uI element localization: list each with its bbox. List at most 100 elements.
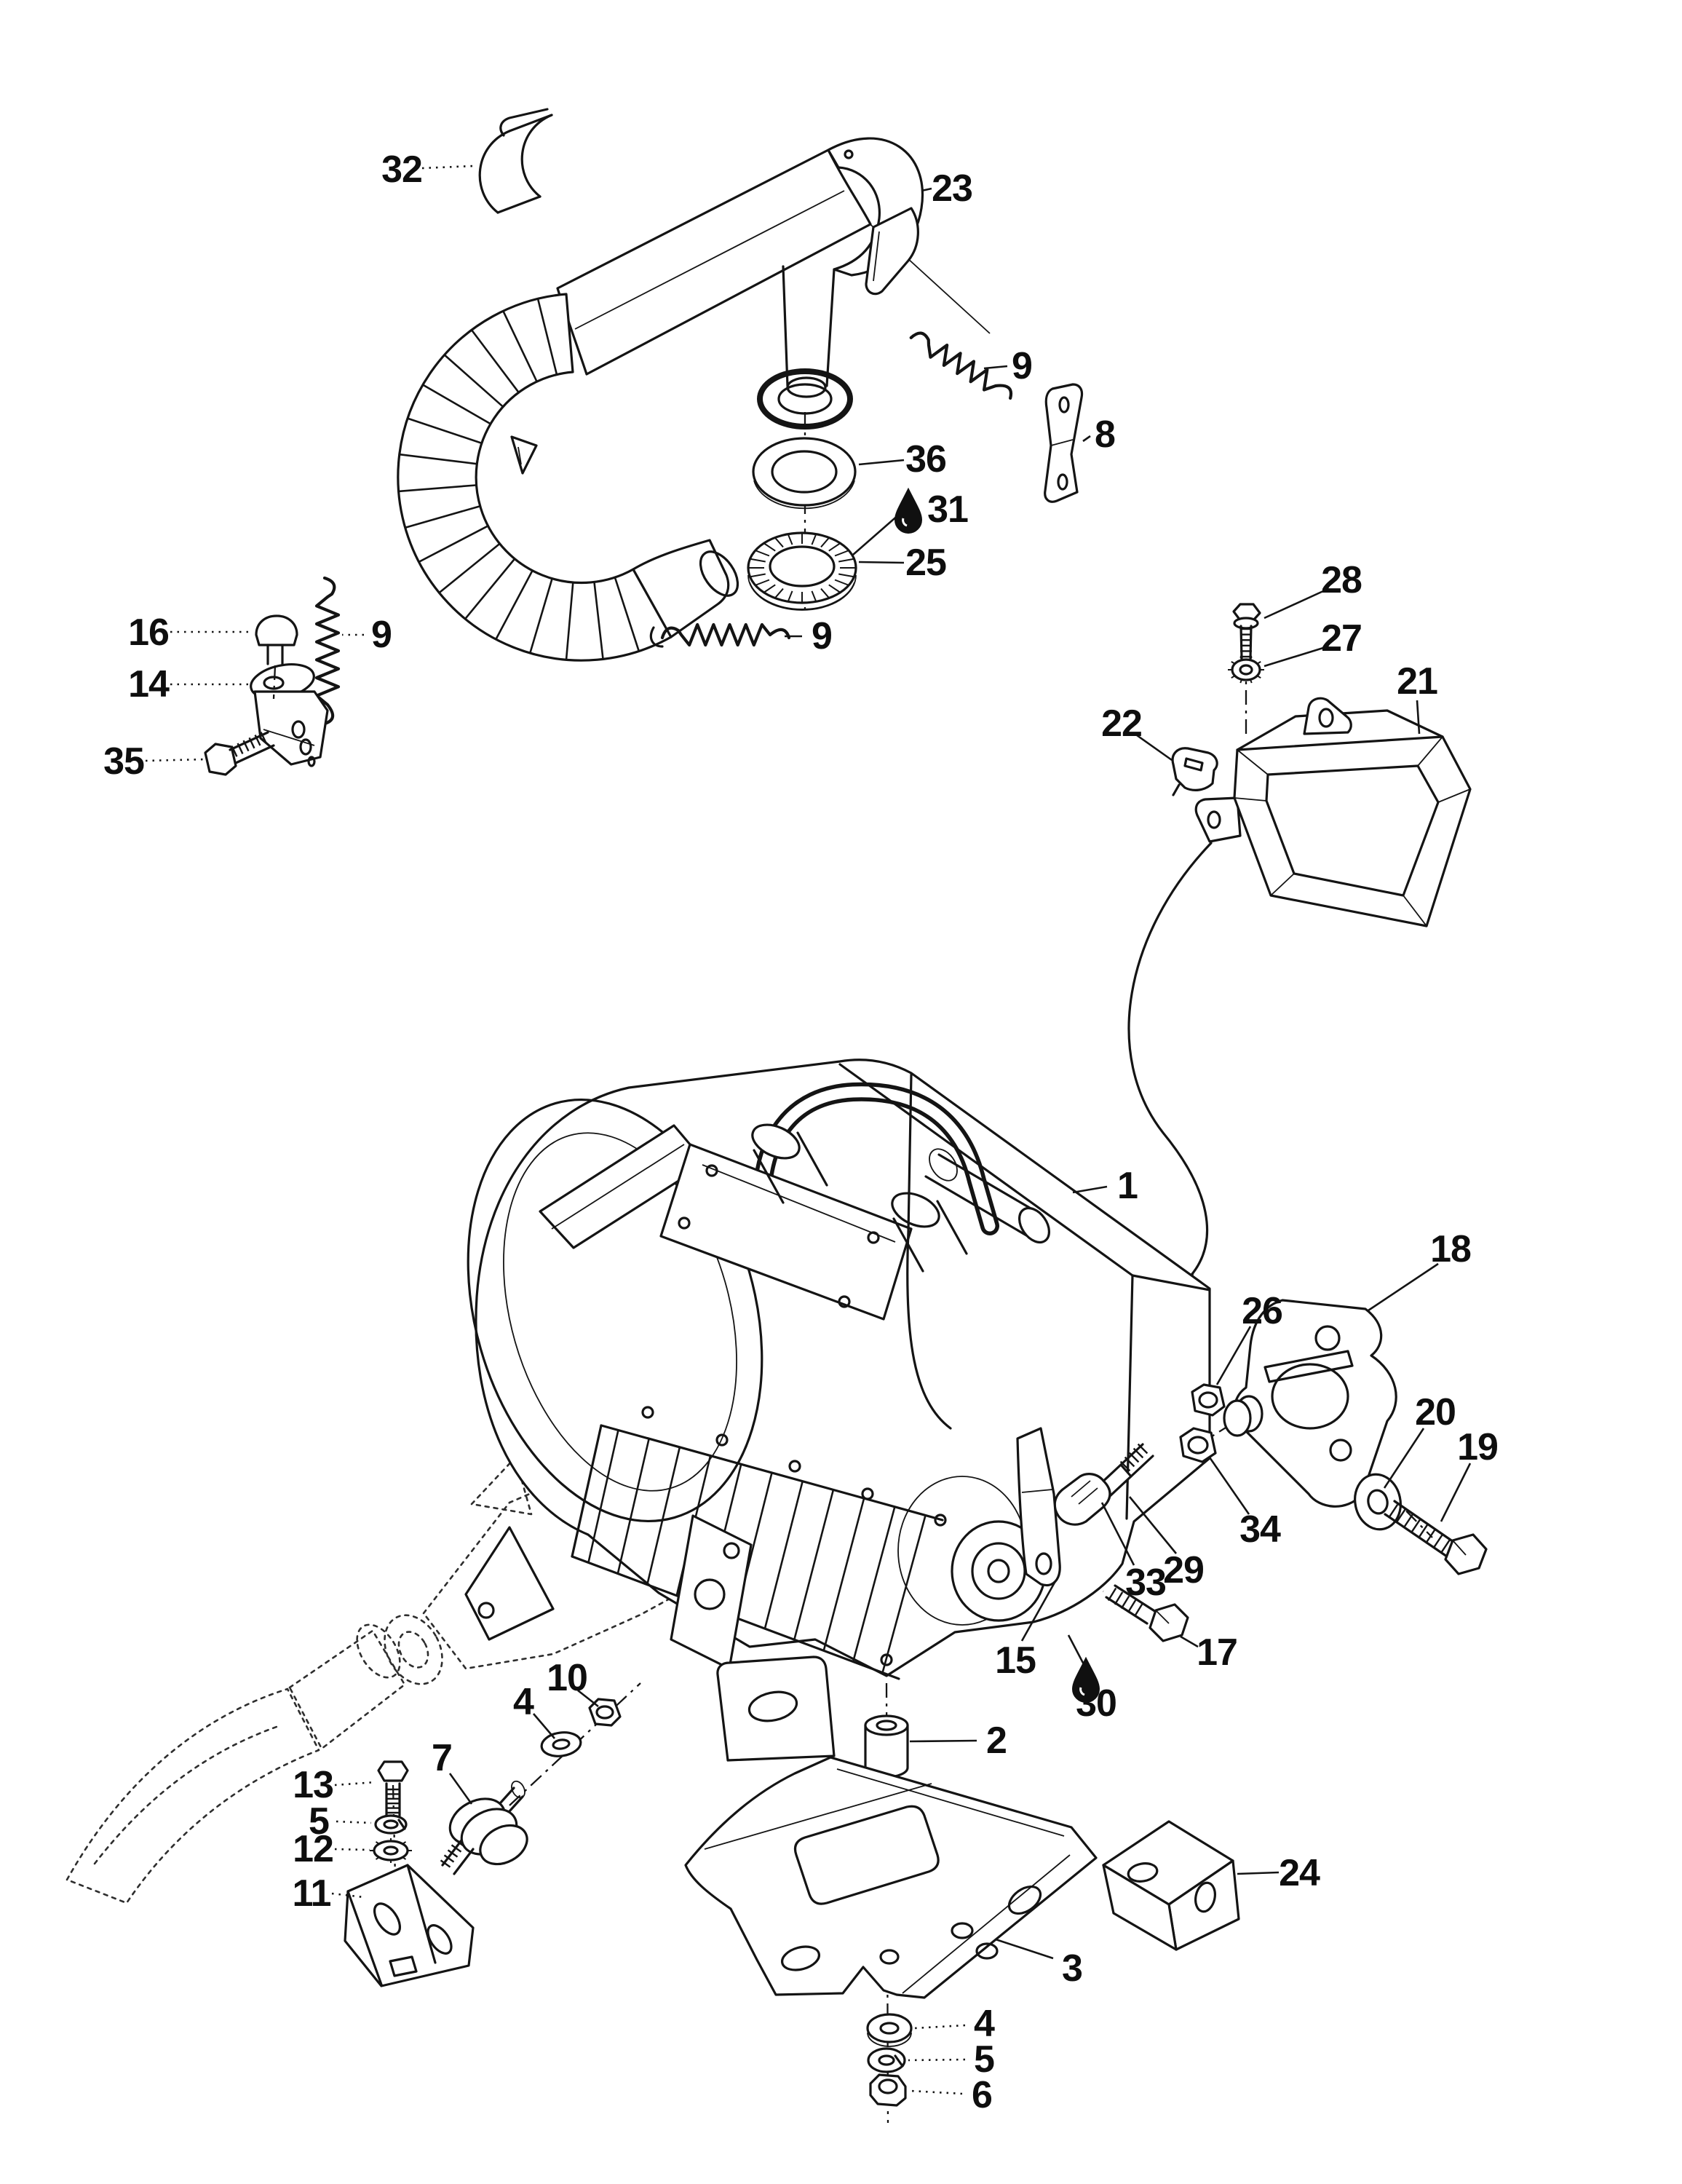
callout-leader-3 [995, 1938, 1054, 1960]
callout-label-4: 4 [513, 1681, 534, 1723]
oil-drop-icon [894, 488, 923, 534]
clamp-32 [478, 108, 553, 214]
callout-leader-17 [1180, 1635, 1199, 1648]
callout-label-14: 14 [128, 663, 170, 705]
seal-25 [747, 531, 857, 611]
bolt-17 [1105, 1584, 1189, 1642]
callout-label-16: 16 [128, 612, 169, 654]
callout-label-24: 24 [1279, 1852, 1320, 1894]
callout-label-8: 8 [1095, 414, 1115, 456]
callout-leader-25 [858, 561, 905, 564]
callout-label-4: 4 [974, 2003, 995, 2045]
air-duct-21 [1194, 697, 1472, 927]
callout-leader-23 [921, 187, 932, 192]
callout-label-9: 9 [1012, 345, 1032, 387]
engine-1 [464, 1059, 1211, 1680]
callout-label-10: 10 [547, 1657, 587, 1699]
callout-label-28: 28 [1321, 559, 1362, 601]
callout-leader-34 [1208, 1457, 1250, 1515]
callout-label-29: 29 [1163, 1549, 1204, 1591]
callout-leader-28 [1264, 590, 1324, 620]
callout-leader-13 [334, 1781, 376, 1787]
bolt-28 [1232, 603, 1261, 660]
callout-leader-1 [1072, 1185, 1108, 1194]
callout-leader-31 [852, 513, 900, 555]
callout-leader-8 [1082, 435, 1091, 443]
rubber-mount-7 [440, 1780, 528, 1875]
callout-leader-10 [577, 1689, 599, 1708]
callout-leader-36 [858, 459, 905, 466]
callout-label-20: 20 [1415, 1391, 1456, 1433]
bolt-35 [204, 731, 275, 776]
callout-label-33: 33 [1125, 1562, 1166, 1604]
washer-4-lower [866, 2013, 913, 2047]
bracket-18 [1223, 1299, 1397, 1508]
washer-5-upper [374, 1814, 408, 1835]
callout-leader-20 [1383, 1428, 1425, 1489]
callout-leader-7 [448, 1773, 473, 1805]
callout-label-5: 5 [309, 1800, 329, 1843]
callout-label-3: 3 [1062, 1947, 1082, 1990]
callout-leader-15 [1020, 1580, 1057, 1642]
callout-leader-26 [1215, 1326, 1252, 1385]
bolt-13 [377, 1760, 409, 1817]
muffler-pipe-23 [556, 137, 924, 430]
callout-leader-32 [421, 165, 474, 170]
corrugated-hose [397, 293, 673, 662]
callout-label-1: 1 [1117, 1165, 1138, 1207]
bracket-14 [250, 663, 329, 767]
callout-leader-30 [1067, 1634, 1086, 1666]
gasket-36 [752, 437, 857, 510]
callout-label-32: 32 [381, 149, 422, 191]
callout-label-19: 19 [1457, 1426, 1498, 1468]
callout-leader-4 [533, 1713, 555, 1739]
callout-label-31: 31 [927, 488, 968, 531]
nut-34 [1179, 1427, 1217, 1463]
callout-leader-19 [1440, 1463, 1472, 1522]
wedge-24 [1102, 1820, 1240, 1951]
shoulder-bolt-33-29 [1053, 1443, 1154, 1526]
callout-leader-9 [983, 365, 1008, 370]
callout-leader-24 [1237, 1871, 1280, 1875]
callout-label-17: 17 [1197, 1631, 1237, 1674]
mount-plate-3 [684, 1655, 1098, 1999]
callout-leader-5 [336, 1820, 372, 1824]
callout-leader-33 [1100, 1502, 1135, 1566]
callout-leader-35 [145, 758, 206, 762]
spacer-2 [864, 1714, 909, 1779]
callout-label-18: 18 [1430, 1228, 1471, 1270]
nut-26 [1191, 1383, 1226, 1417]
callout-label-22: 22 [1101, 703, 1142, 745]
clip-22 [1171, 747, 1218, 796]
cap-screw-16 [255, 614, 298, 700]
bracket-15 [1016, 1427, 1061, 1587]
callout-label-35: 35 [103, 740, 144, 783]
nut-6 [869, 2073, 907, 2107]
callout-label-21: 21 [1397, 660, 1437, 703]
callout-label-9: 9 [371, 614, 392, 656]
callout-label-5: 5 [974, 2038, 994, 2081]
callout-label-15: 15 [995, 1639, 1036, 1682]
washer-12 [370, 1838, 412, 1863]
callout-label-2: 2 [986, 1720, 1007, 1762]
callout-leader-4 [913, 2024, 966, 2030]
callout-label-23: 23 [932, 167, 972, 210]
callout-label-7: 7 [432, 1737, 452, 1779]
callout-label-12: 12 [293, 1828, 333, 1870]
callout-leader-6 [909, 2089, 963, 2095]
callout-label-26: 26 [1242, 1290, 1282, 1332]
callout-label-36: 36 [905, 438, 946, 480]
spring-9-left [314, 576, 341, 726]
callout-label-9: 9 [812, 615, 832, 657]
callout-label-25: 25 [905, 542, 946, 584]
washer-5-lower [867, 2047, 906, 2073]
oil-drop-icon [1071, 1657, 1100, 1704]
spring-9-top [909, 331, 1013, 400]
routing-curve [1127, 842, 1213, 1303]
callout-leader-21 [1416, 700, 1421, 735]
callout-leader-29 [1128, 1496, 1178, 1554]
bolt-19 [1384, 1500, 1488, 1575]
callout-leader-18 [1368, 1262, 1439, 1312]
